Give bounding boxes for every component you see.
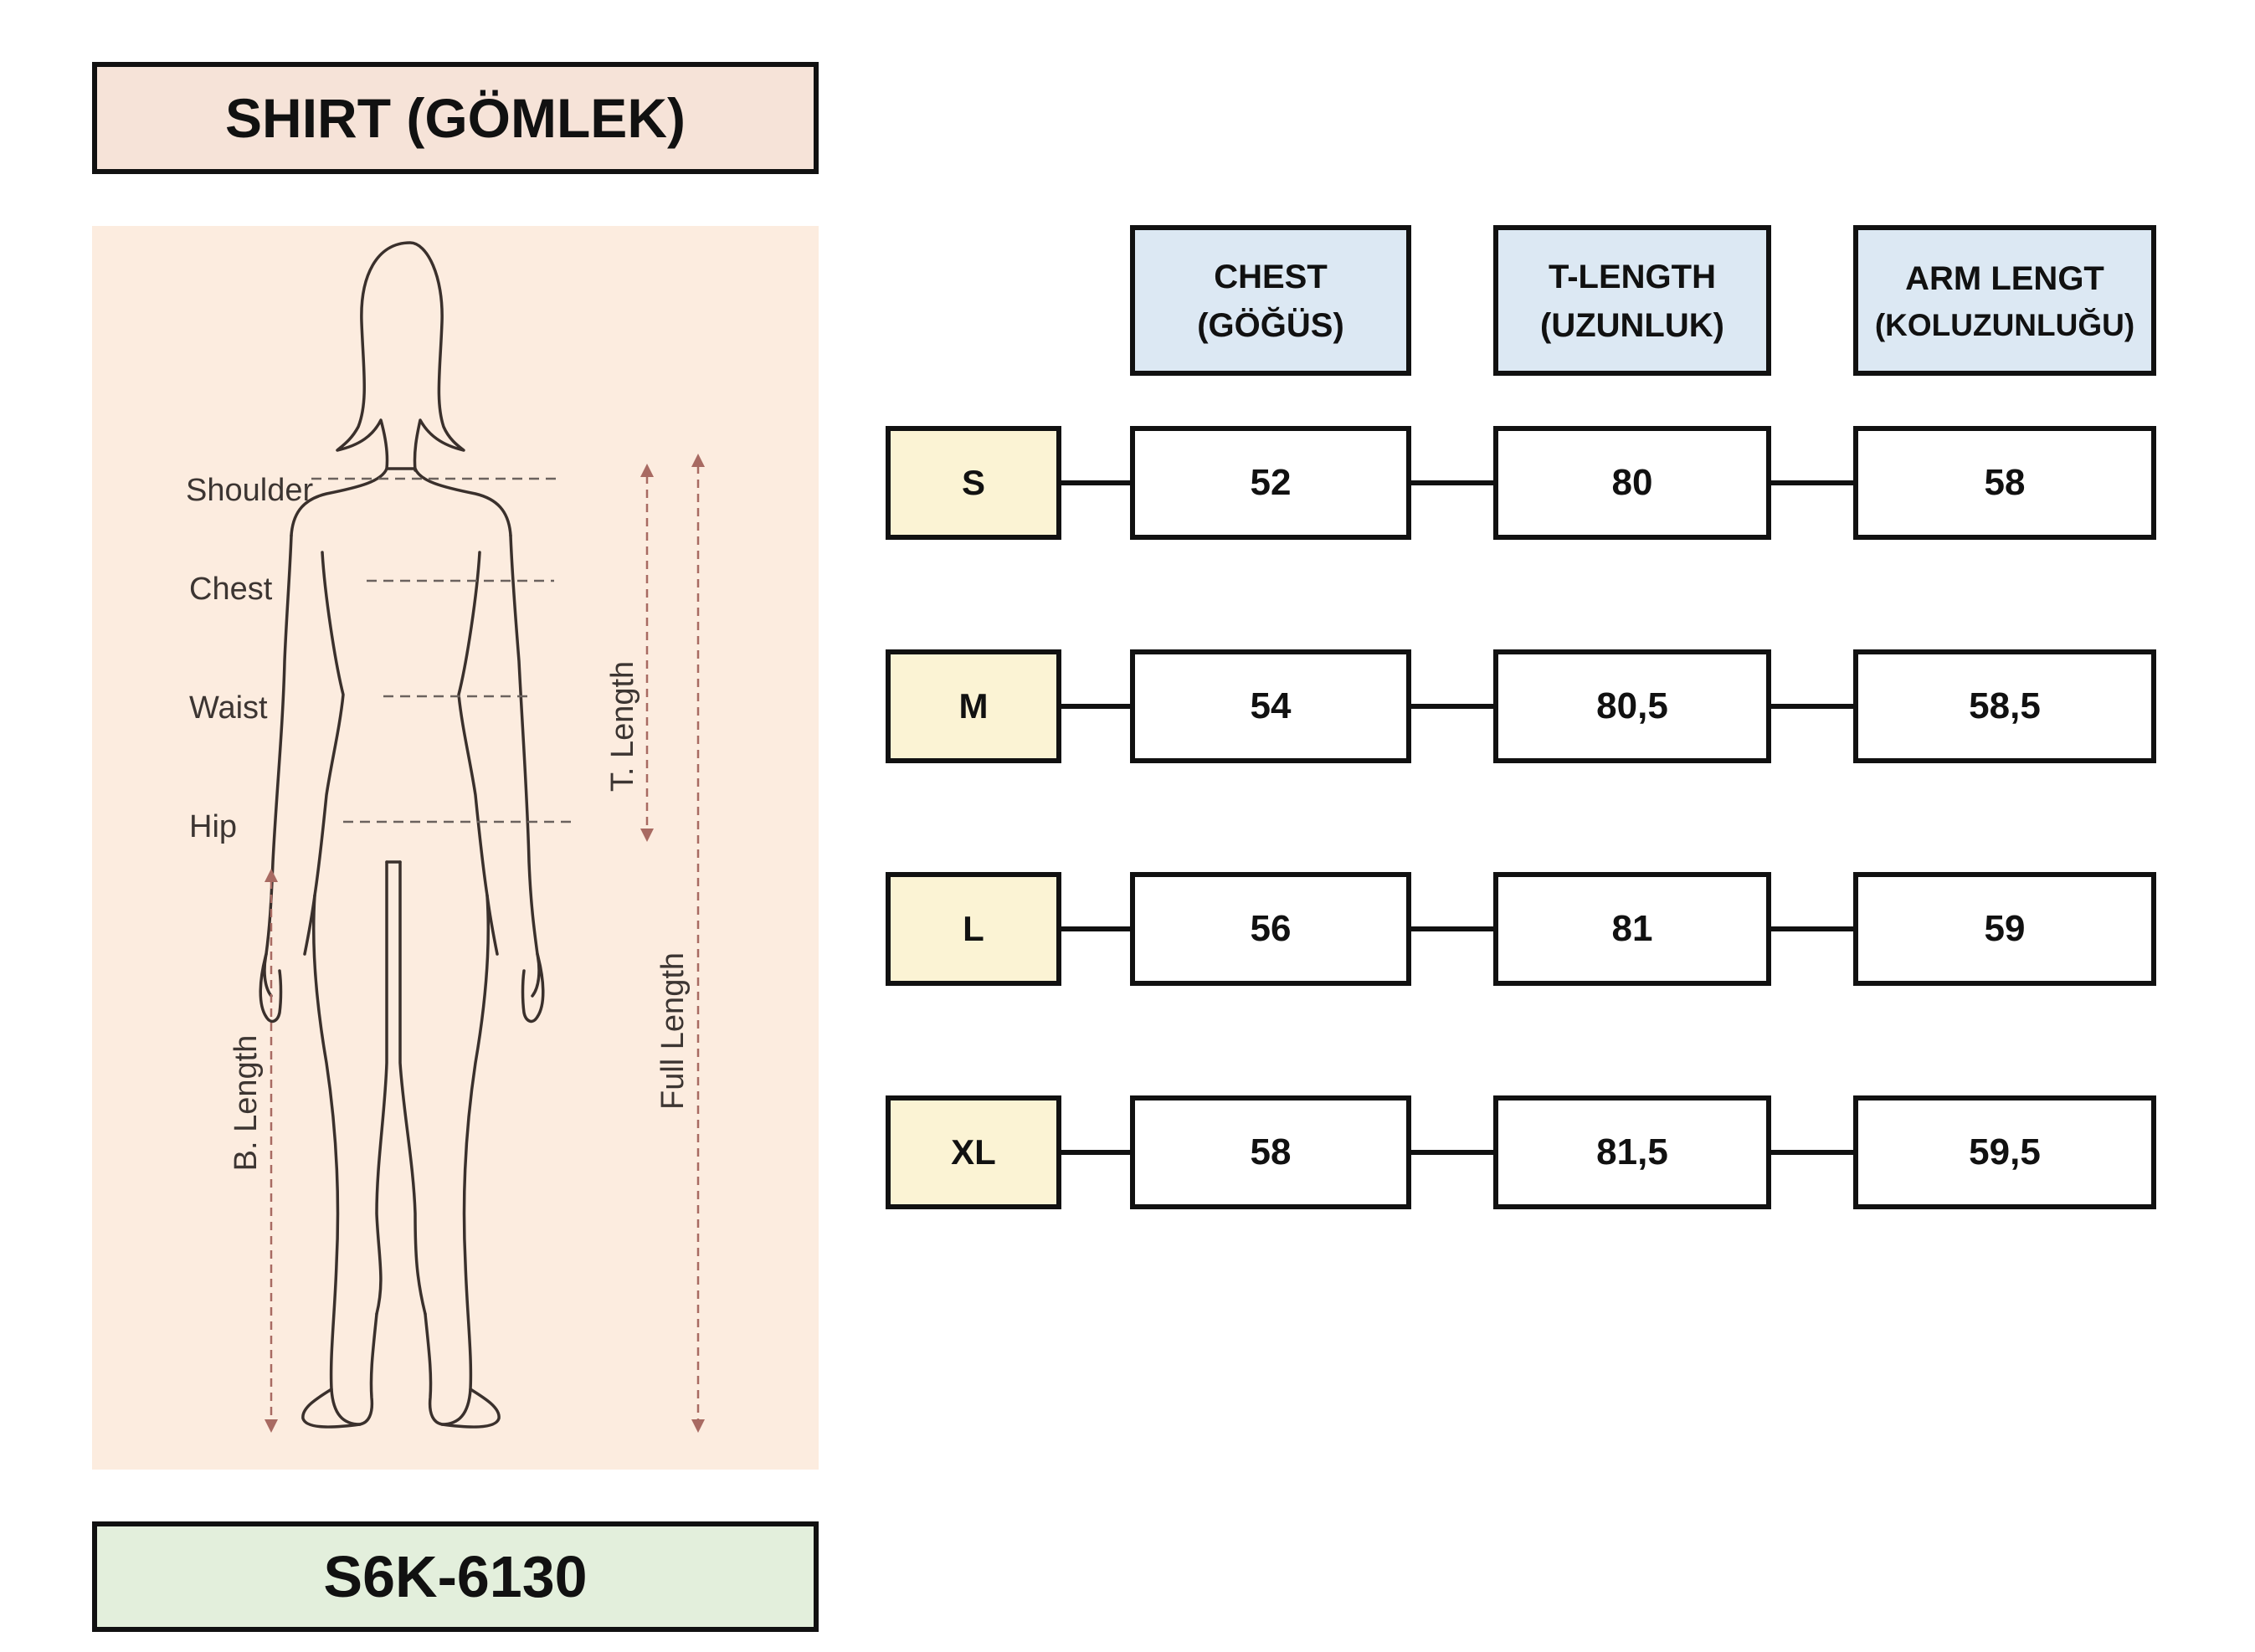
cell-xl-chest: 58 <box>1130 1095 1411 1209</box>
row-connector <box>1771 926 1853 931</box>
row-connector <box>1771 480 1853 485</box>
row-connector <box>1061 926 1130 931</box>
body-outline-illustration: Shoulder Chest Waist Hip T. Length Full … <box>186 241 705 1433</box>
cell-m-arm-length: 58,5 <box>1853 649 2156 763</box>
cell-m-chest: 54 <box>1130 649 1411 763</box>
column-header-chest: CHEST (GÖĞÜS) <box>1130 225 1411 376</box>
header-line1: CHEST <box>1214 259 1328 295</box>
page-title: SHIRT (GÖMLEK) <box>92 62 819 174</box>
column-header-t-length: T-LENGTH (UZUNLUK) <box>1493 225 1771 376</box>
cell-xl-t-length: 81,5 <box>1493 1095 1771 1209</box>
row-connector <box>1411 480 1493 485</box>
row-connector <box>1411 1150 1493 1155</box>
header-line1: ARM LENGT <box>1905 260 2104 298</box>
label-chest: Chest <box>189 572 273 607</box>
product-code: S6K-6130 <box>92 1521 819 1632</box>
row-connector <box>1411 926 1493 931</box>
row-connector <box>1411 704 1493 709</box>
header-line1: T-LENGTH <box>1549 259 1716 295</box>
cell-s-arm-length: 58 <box>1853 426 2156 540</box>
cell-xl-arm-length: 59,5 <box>1853 1095 2156 1209</box>
cell-l-chest: 56 <box>1130 872 1411 986</box>
body-measurement-figure: Shoulder Chest Waist Hip T. Length Full … <box>92 226 819 1470</box>
row-connector <box>1771 1150 1853 1155</box>
cell-l-t-length: 81 <box>1493 872 1771 986</box>
column-header-arm-length: ARM LENGT (KOLUZUNLUĞU) <box>1853 225 2156 376</box>
header-line2: (KOLUZUNLUĞU) <box>1874 308 2135 343</box>
header-line2: (GÖĞÜS) <box>1197 307 1344 344</box>
label-full-length: Full Length <box>655 952 691 1110</box>
size-label-l: L <box>886 872 1061 986</box>
cell-s-chest: 52 <box>1130 426 1411 540</box>
size-label-xl: XL <box>886 1095 1061 1209</box>
row-connector <box>1771 704 1853 709</box>
label-hip: Hip <box>189 809 237 844</box>
label-b-length: B. Length <box>229 1035 264 1172</box>
row-connector <box>1061 1150 1130 1155</box>
row-connector <box>1061 480 1130 485</box>
size-label-s: S <box>886 426 1061 540</box>
row-connector <box>1061 704 1130 709</box>
size-label-m: M <box>886 649 1061 763</box>
label-t-length: T. Length <box>605 661 640 792</box>
cell-l-arm-length: 59 <box>1853 872 2156 986</box>
header-line2: (UZUNLUK) <box>1540 307 1724 344</box>
cell-m-t-length: 80,5 <box>1493 649 1771 763</box>
cell-s-t-length: 80 <box>1493 426 1771 540</box>
label-waist: Waist <box>189 690 268 726</box>
label-shoulder: Shoulder <box>186 473 313 508</box>
